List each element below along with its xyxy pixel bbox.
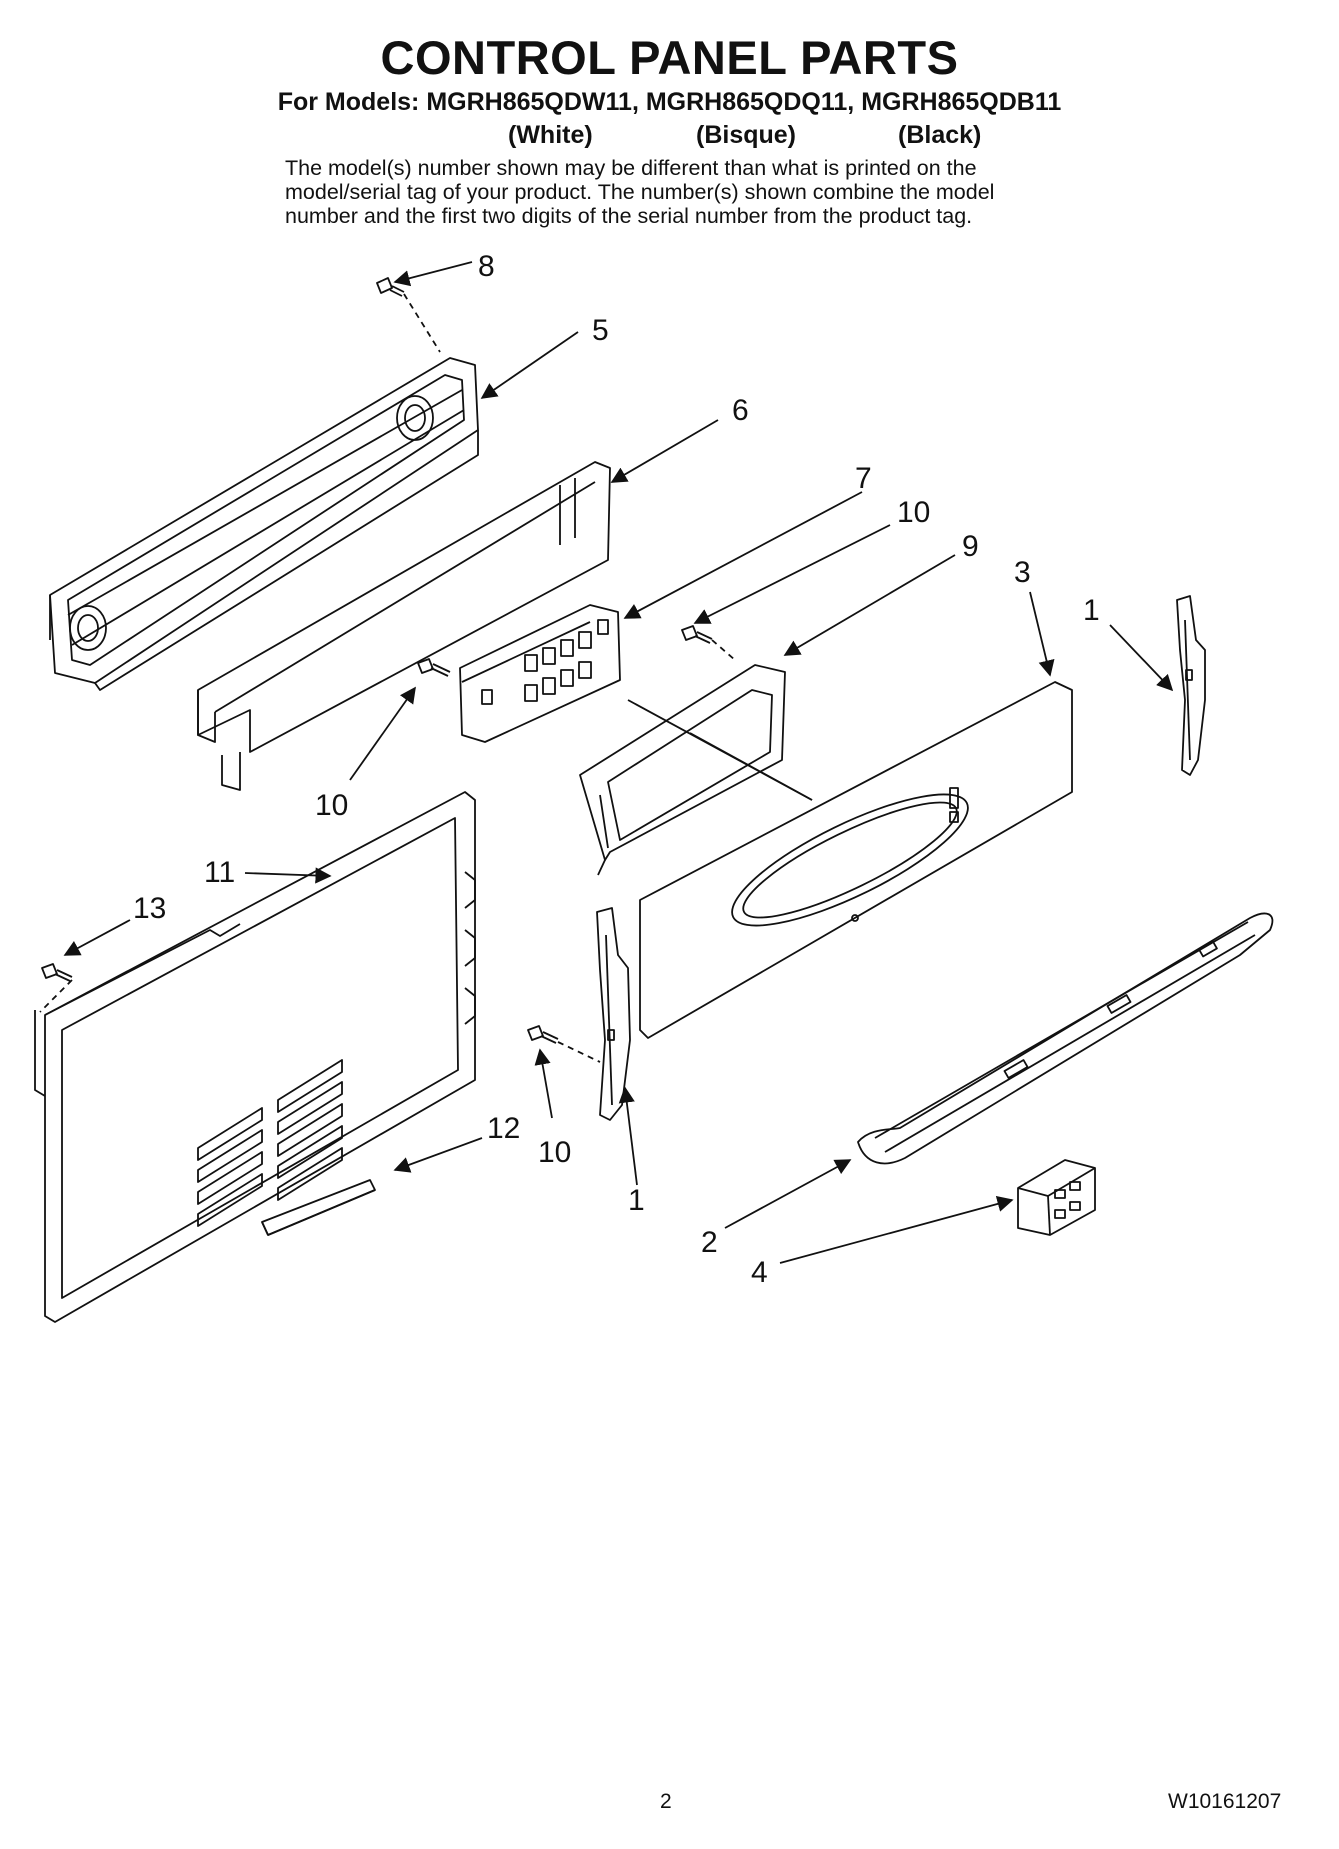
color-white-label: (White) [508, 121, 593, 149]
leader-6 [610, 419, 719, 483]
leader-12 [393, 1137, 483, 1173]
vent-slots [197, 1059, 343, 1227]
part-1-end-cap-left [596, 907, 631, 1121]
callout-labels: 8 5 6 7 10 9 3 1 10 11 13 12 10 1 2 4 [133, 250, 1100, 1289]
page-number: 2 [660, 1790, 672, 1813]
leader-3 [1029, 591, 1055, 677]
callout-4: 4 [751, 1256, 768, 1289]
callout-10-left: 10 [315, 789, 348, 822]
callout-10-upper: 10 [897, 496, 930, 529]
callout-3: 3 [1014, 556, 1031, 589]
leader-11 [244, 867, 332, 884]
part-10-screw-upper [681, 625, 736, 661]
color-bisque-label: (Bisque) [696, 121, 796, 149]
callout-1-right: 1 [1083, 594, 1100, 627]
part-6-bracket [197, 461, 611, 791]
part-3-control-panel [639, 681, 1073, 1039]
callout-13: 13 [133, 892, 166, 925]
leader-7 [623, 491, 863, 619]
color-black-label: (Black) [898, 121, 982, 149]
callout-9: 9 [962, 530, 979, 563]
leader-9 [783, 554, 956, 656]
model-disclaimer: The model(s) number shown may be differe… [285, 156, 1085, 228]
leader-10-upper [693, 524, 891, 624]
callout-7: 7 [855, 462, 872, 495]
part-1-end-cap-right [1176, 595, 1206, 776]
part-12-strip [261, 1179, 376, 1236]
callout-8: 8 [478, 250, 495, 283]
leader-1-right [1109, 624, 1174, 692]
callout-1-left: 1 [628, 1184, 645, 1217]
document-number: W10161207 [1168, 1790, 1282, 1813]
leader-8 [393, 261, 473, 287]
part-9-display-frame [579, 664, 813, 876]
leader-4 [779, 1196, 1014, 1264]
part-5-rear-housing [49, 357, 479, 691]
disclaimer-line: model/serial tag of your product. The nu… [285, 180, 995, 204]
leader-10-left [349, 686, 416, 781]
part-13-screw [39, 963, 73, 1013]
leader-13 [63, 919, 131, 956]
leader-lines [63, 261, 1174, 1264]
callout-10-lower: 10 [538, 1136, 571, 1169]
disclaimer-line: The model(s) number shown may be differe… [285, 156, 977, 180]
leader-10-lower [534, 1048, 553, 1119]
leader-1-left [618, 1086, 638, 1186]
callout-12: 12 [487, 1112, 520, 1145]
part-10-screw-left [417, 658, 451, 677]
models-line: For Models: MGRH865QDW11, MGRH865QDQ11, … [277, 88, 1062, 116]
part-2-trim-handle [857, 912, 1274, 1165]
part-7-electronic-control [459, 604, 621, 743]
callout-6: 6 [732, 394, 749, 427]
callout-11: 11 [204, 856, 235, 889]
callout-5: 5 [592, 314, 609, 347]
part-4-switch-block [1017, 1159, 1096, 1236]
part-11-panel-frame [34, 791, 476, 1323]
part-8-screw [376, 277, 441, 353]
page-title: CONTROL PANEL PARTS [380, 31, 959, 84]
callout-2: 2 [701, 1226, 718, 1259]
leader-5 [480, 331, 579, 399]
part-10-screw-lower [527, 1025, 601, 1063]
disclaimer-line: number and the first two digits of the s… [285, 204, 973, 228]
leader-2 [724, 1159, 852, 1229]
